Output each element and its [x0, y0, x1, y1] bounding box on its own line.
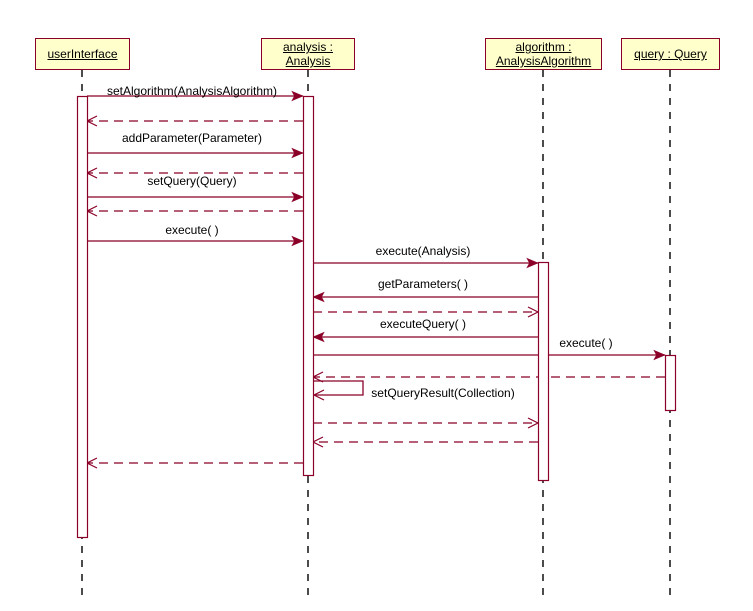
message-label-m3: addParameter(Parameter): [121, 131, 263, 145]
participant-box-userInterface[interactable]: userInterface: [35, 38, 130, 70]
message-m9[interactable]: [312, 291, 538, 303]
participant-box-analysis[interactable]: analysis :Analysis: [261, 38, 355, 70]
message-m16[interactable]: [311, 436, 538, 448]
participant-label-line: Analysis: [285, 54, 331, 68]
message-m14[interactable]: [312, 380, 364, 401]
activation-bar-algorithm[interactable]: [537, 261, 550, 482]
message-self-path: [313, 380, 364, 396]
message-label-m9: getParameters( ): [377, 277, 469, 291]
participant-box-query[interactable]: query : Query: [621, 38, 720, 70]
messages-group: [85, 90, 666, 469]
arrowhead-solid: [291, 147, 304, 159]
activation-bar-analysis[interactable]: [302, 95, 315, 477]
message-m7[interactable]: [87, 235, 304, 247]
message-label-m14: setQueryResult(Collection): [371, 386, 515, 400]
participant-label-line: algorithm :: [515, 40, 572, 54]
message-label-m11: executeQuery( ): [379, 317, 467, 331]
arrowhead-solid: [312, 331, 325, 343]
message-label-m12: execute( ): [559, 336, 613, 350]
message-m12[interactable]: [313, 349, 666, 361]
message-m11[interactable]: [312, 331, 538, 343]
message-m2[interactable]: [85, 115, 303, 127]
message-m8[interactable]: [313, 257, 539, 269]
message-m10[interactable]: [313, 306, 540, 318]
activation-bar-userInterface[interactable]: [76, 95, 89, 539]
message-label-m7: execute( ): [165, 223, 219, 237]
lifelines-group: [81, 70, 671, 600]
arrowhead-solid: [526, 257, 539, 269]
message-m1[interactable]: [87, 90, 304, 102]
participant-label-line: userInterface: [47, 47, 118, 61]
message-m17[interactable]: [85, 457, 303, 469]
arrowhead-solid: [291, 235, 304, 247]
participant-label-line: query : Query: [634, 47, 707, 61]
activations-group: [76, 95, 677, 539]
participant-label-line: analysis :: [282, 40, 334, 54]
participant-label-line: AnalysisAlgorithm: [495, 54, 592, 68]
participant-box-algorithm[interactable]: algorithm :AnalysisAlgorithm: [485, 38, 602, 70]
message-label-m5: setQuery(Query): [147, 174, 237, 188]
arrowhead-solid: [291, 191, 304, 203]
arrowhead-solid: [312, 291, 325, 303]
message-m5[interactable]: [87, 191, 304, 203]
message-m3[interactable]: [87, 147, 304, 159]
message-m13[interactable]: [311, 371, 665, 383]
arrowhead-solid: [653, 349, 666, 361]
activation-bar-query[interactable]: [664, 354, 677, 412]
message-m15[interactable]: [313, 417, 540, 429]
message-label-m1: setAlgorithm(AnalysisAlgorithm): [106, 84, 278, 98]
message-m6[interactable]: [85, 205, 303, 217]
arrowhead-solid: [291, 90, 304, 102]
message-label-m8: execute(Analysis): [375, 244, 471, 258]
